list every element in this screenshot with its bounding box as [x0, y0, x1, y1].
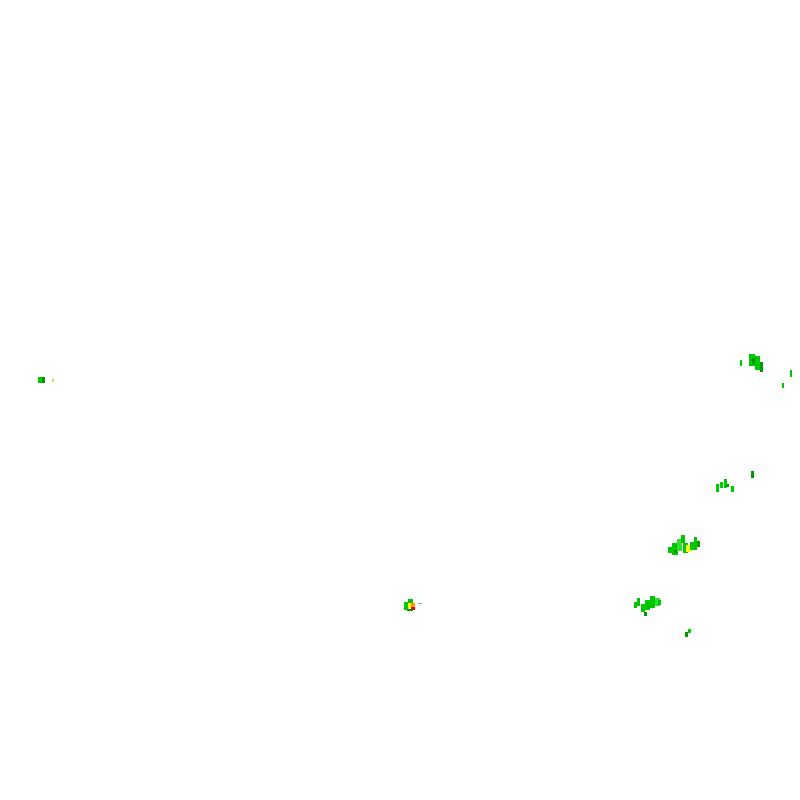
echo-pixel: [694, 537, 697, 550]
echo-pixel: [685, 632, 688, 637]
southeast-lower-echo: [634, 596, 661, 616]
echo-pixel: [411, 607, 415, 610]
echo-pixel: [407, 609, 413, 611]
echo-pixel: [727, 484, 729, 487]
echo-pixel: [755, 356, 760, 370]
echo-pixel: [724, 479, 727, 488]
echo-pixel: [404, 602, 408, 610]
echo-pixel: [52, 379, 54, 382]
echo-pixel: [782, 383, 784, 388]
echo-pixel: [411, 603, 415, 609]
echo-pixel: [645, 600, 650, 610]
echo-pixel: [672, 543, 678, 555]
echo-pixel: [683, 543, 688, 553]
echo-pixel: [408, 603, 412, 608]
west-edge-echo: [38, 377, 54, 383]
echo-pixel: [418, 603, 422, 604]
central-south-echo-red-core: [404, 599, 422, 611]
echo-pixel: [42, 377, 45, 383]
southeast-echo-yellow-core: [668, 535, 700, 555]
echo-pixel: [720, 482, 723, 488]
echo-pixel: [716, 484, 719, 492]
echo-pixel: [658, 600, 661, 605]
echo-pixel: [690, 542, 694, 550]
echo-pixel: [751, 471, 754, 478]
echo-pixel: [686, 545, 691, 552]
echo-pixel: [650, 596, 655, 608]
echo-pixel: [655, 598, 660, 606]
echo-pixel: [644, 612, 647, 616]
echo-pixel: [641, 604, 645, 612]
echo-pixel: [637, 598, 640, 606]
echo-pixel: [760, 362, 763, 372]
echo-pixel: [790, 370, 792, 377]
east-middle-echo: [716, 471, 754, 492]
southeast-trailing-echo: [685, 629, 691, 637]
echo-pixel: [752, 358, 755, 364]
echo-pixel: [688, 629, 691, 633]
echo-pixel: [677, 539, 682, 551]
echo-pixel: [408, 599, 413, 603]
echo-pixel: [681, 535, 685, 543]
echo-pixel: [731, 486, 734, 492]
east-upper-echo: [740, 354, 792, 388]
echo-pixel: [668, 547, 674, 553]
echo-pixel: [740, 360, 742, 366]
echo-pixel: [634, 602, 637, 608]
echo-pixel: [38, 377, 42, 383]
echo-pixel: [697, 541, 700, 547]
echo-pixel: [674, 550, 677, 553]
